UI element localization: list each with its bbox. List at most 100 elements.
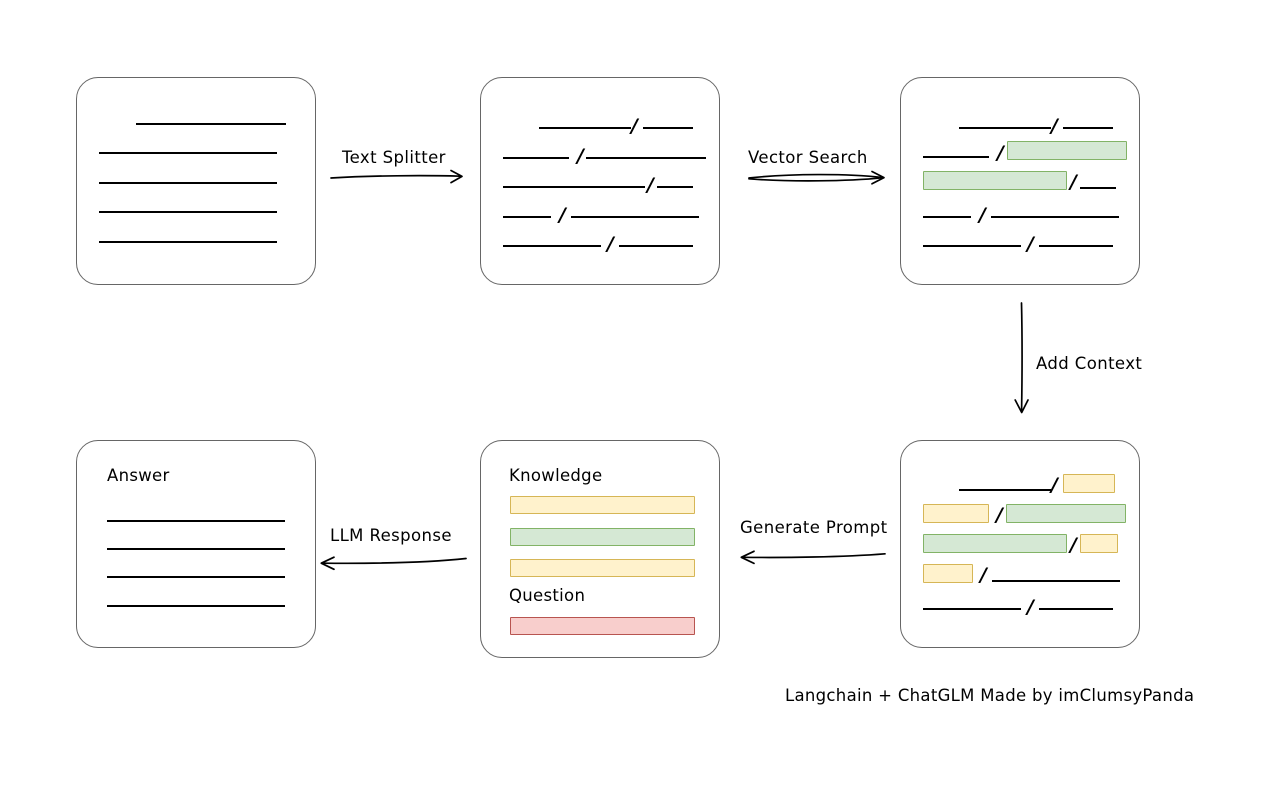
text-line [618,245,693,247]
doc-row [107,596,285,616]
text-line [107,576,285,578]
text-line [923,608,1021,610]
text-line [959,489,1051,491]
text-line [99,152,277,154]
separator-slash: / [1051,114,1058,137]
highlight-chip-yellow [923,503,989,523]
question-label: Question [509,586,586,605]
text-line [99,211,277,213]
edge-label-llm-response: LLM Response [330,526,452,545]
separator-slash: / [1027,595,1034,618]
arrow-vector-search [748,170,885,185]
doc-row: / [539,114,693,138]
edge-label-vector-search: Vector Search [748,148,868,167]
doc-row [99,232,277,252]
text-line [642,127,693,129]
highlight-chip-yellow [1062,473,1115,493]
doc-row [136,114,286,134]
doc-row: / [503,173,693,197]
doc-row [99,202,277,222]
text-line [99,241,277,243]
arrow-llm-response [320,556,467,571]
text-line [570,216,699,218]
doc-row [99,143,277,163]
text-line [923,245,1021,247]
separator-slash: / [980,563,987,586]
edge-label-generate-prompt: Generate Prompt [740,518,888,537]
question-bar [510,617,695,635]
doc-row: / [959,473,1115,496]
text-line [136,123,286,125]
highlight-chip-green [923,170,1067,190]
text-line [959,127,1051,129]
text-line [107,548,285,550]
separator-slash: / [1070,170,1077,193]
text-line [107,520,285,522]
doc-row [107,511,285,531]
highlight-chip-green [923,533,1067,553]
knowledge-bar [510,528,695,546]
doc-row: / [923,232,1113,256]
knowledge-label: Knowledge [509,466,603,485]
doc-row: / [503,146,706,168]
doc-row: / [923,170,1116,193]
edge-label-text-splitter: Text Splitter [342,148,446,167]
separator-slash: / [979,203,986,226]
text-line [1062,127,1113,129]
doc-row: / [959,114,1113,138]
highlight-chip-green [1006,140,1127,160]
highlight-chip-yellow [923,563,973,583]
text-line [503,186,645,188]
knowledge-bar [510,559,695,577]
node-answer[interactable]: Answer [76,440,316,648]
text-line [991,580,1120,582]
arrow-text-splitter [330,169,463,184]
text-line [1038,245,1113,247]
doc-row: / [923,203,1119,227]
separator-slash: / [996,503,1003,526]
doc-row [107,539,285,559]
arrow-add-context [1014,302,1029,414]
text-line [503,245,601,247]
text-line [656,186,693,188]
separator-slash: / [647,173,654,196]
answer-label: Answer [107,466,170,485]
doc-row: / [923,503,1126,526]
node-source-document[interactable] [76,77,316,285]
highlight-chip-green [1005,503,1126,523]
doc-row [99,173,277,193]
text-line [503,157,569,159]
text-line [990,216,1119,218]
footer-credit: Langchain + ChatGLM Made by imClumsyPand… [785,686,1195,705]
knowledge-bar [510,496,695,514]
separator-slash: / [997,141,1004,164]
doc-row: / [923,140,1127,164]
separator-slash: / [1027,232,1034,255]
doc-row [107,567,285,587]
separator-slash: / [631,114,638,137]
separator-slash: / [1070,533,1077,556]
text-line [923,216,971,218]
separator-slash: / [607,232,614,255]
node-context-chunks[interactable]: / / / / / [900,440,1140,648]
node-prompt[interactable]: Knowledge Question [480,440,720,658]
text-line [1079,187,1116,189]
node-retrieved-chunks[interactable]: / / / / / [900,77,1140,285]
text-line [923,156,989,158]
highlight-chip-yellow [1079,533,1118,553]
arrow-generate-prompt [740,550,886,565]
text-line [107,605,285,607]
edge-label-add-context: Add Context [1036,354,1143,373]
doc-row: / [923,533,1118,556]
doc-row: / [923,563,1120,586]
text-line [503,216,551,218]
text-line [99,182,277,184]
node-split-chunks[interactable]: / / / / / [480,77,720,285]
doc-row: / [503,232,693,256]
separator-slash: / [1051,473,1058,496]
doc-row: / [503,203,699,227]
text-line [539,127,631,129]
doc-row: / [923,595,1113,619]
separator-slash: / [559,203,566,226]
